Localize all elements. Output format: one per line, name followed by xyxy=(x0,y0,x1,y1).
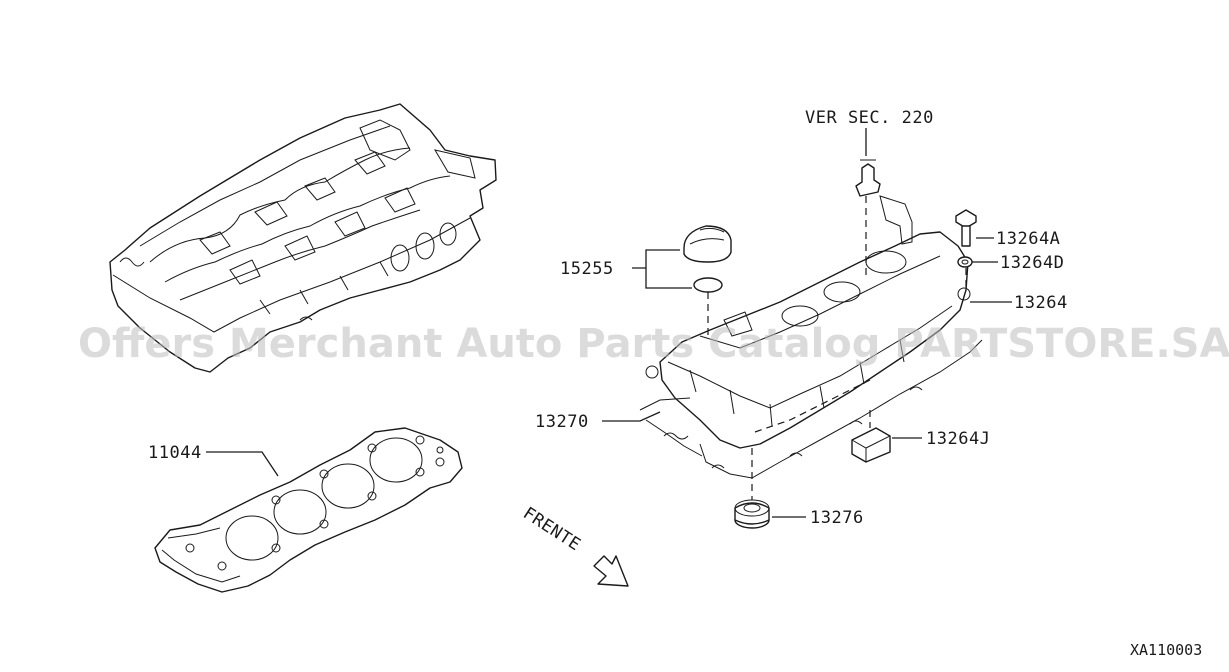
seal-drawing xyxy=(734,499,770,529)
label-front: FRENTE xyxy=(519,503,584,555)
label-part-13264d: 13264D xyxy=(1000,253,1064,273)
label-ref-section: VER SEC. 220 xyxy=(805,108,934,128)
bolt-drawing xyxy=(955,209,977,268)
label-part-13264: 13264 xyxy=(1014,293,1068,313)
label-part-13276: 13276 xyxy=(810,508,864,528)
sensor-fitting-drawing xyxy=(855,159,881,197)
leader-lines xyxy=(206,128,1012,518)
assembly-lines xyxy=(707,196,967,500)
diagram-code: XA110003 xyxy=(1130,641,1202,659)
label-part-11044: 11044 xyxy=(148,443,202,463)
label-part-13270: 13270 xyxy=(535,412,589,432)
grommet-drawing xyxy=(851,427,891,463)
front-arrow xyxy=(593,555,629,587)
rocker-cover-drawing xyxy=(645,195,971,449)
oil-filler-cap-drawing xyxy=(683,225,732,293)
label-part-13264j: 13264J xyxy=(926,429,990,449)
rocker-gasket-drawing xyxy=(639,339,983,479)
label-part-15255: 15255 xyxy=(560,259,614,279)
cylinder-head-drawing xyxy=(109,103,497,373)
head-gasket-drawing xyxy=(154,427,463,593)
label-part-13264a: 13264A xyxy=(996,229,1060,249)
watermark-text: Offers Merchant Auto Parts Catalog PARTS… xyxy=(78,321,1229,367)
